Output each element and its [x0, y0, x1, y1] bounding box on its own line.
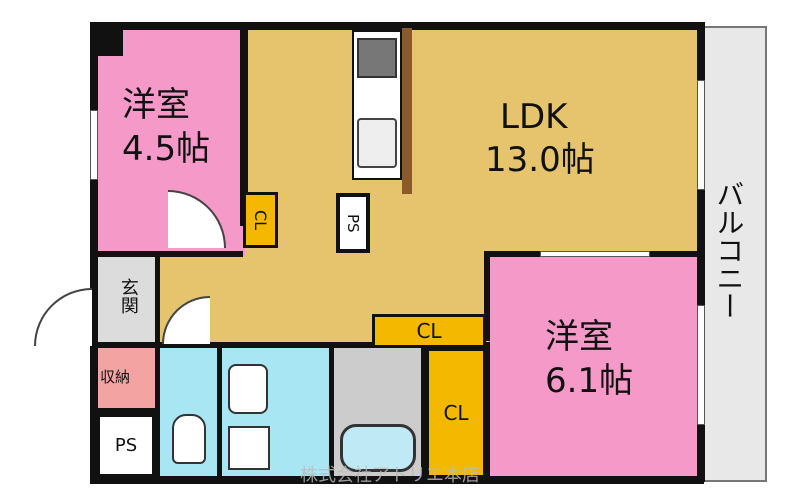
western-room-1-name: 洋室 — [122, 85, 190, 125]
window-w1 — [90, 110, 98, 180]
western-room-2-size: 6.1帖 — [545, 361, 634, 401]
wall-w1-bottom — [93, 251, 243, 257]
western-room-2-name: 洋室 — [545, 317, 613, 357]
entrance-room — [93, 256, 158, 346]
wall-entry-right — [155, 256, 160, 482]
wall-bottom — [90, 476, 704, 484]
watermark: 株式会社アトリエ本店 — [300, 465, 480, 486]
wall-bath-right — [421, 346, 427, 480]
wall-wet-top — [155, 342, 490, 348]
wall-cl-right — [484, 346, 490, 480]
wall-storage-top — [93, 342, 158, 348]
entrance-label: 玄関 — [117, 278, 139, 314]
ldk-name: LDK — [500, 97, 568, 137]
pipe-space-2: PS — [96, 413, 156, 478]
window-w2-right — [697, 305, 705, 425]
wall-storage-bottom — [93, 408, 158, 413]
wall-wash-right — [329, 346, 334, 480]
ldk-size: 13.0帖 — [485, 140, 595, 180]
bathtub-icon — [340, 424, 416, 472]
window-w2-top — [540, 251, 650, 257]
sink-icon — [357, 118, 397, 168]
pipe-space-1: PS — [336, 193, 370, 253]
wall-w2-left — [484, 251, 490, 341]
wall-toilet-right — [217, 346, 222, 480]
closet-2: CL — [372, 314, 486, 348]
wall-left-lower — [90, 256, 98, 482]
washbasin-icon — [228, 364, 268, 414]
storage-room — [93, 346, 158, 411]
western-room-1-size: 4.5帖 — [122, 129, 211, 169]
closet-1: CL — [243, 192, 278, 248]
washer-icon — [228, 426, 270, 470]
entrance-door-swing — [34, 288, 92, 346]
wall-top — [90, 22, 704, 30]
corner-block — [93, 26, 123, 56]
wall-w1-right — [240, 26, 248, 226]
window-ldk-right — [697, 80, 705, 190]
western-room-2 — [488, 255, 703, 480]
toilet-icon — [172, 414, 206, 464]
balcony-label: バルコニー — [712, 180, 746, 320]
stove-icon — [357, 38, 397, 78]
wall-kitchen-back — [402, 28, 412, 194]
storage-label: 収納 — [100, 368, 131, 386]
closet-3: CL — [426, 348, 486, 478]
